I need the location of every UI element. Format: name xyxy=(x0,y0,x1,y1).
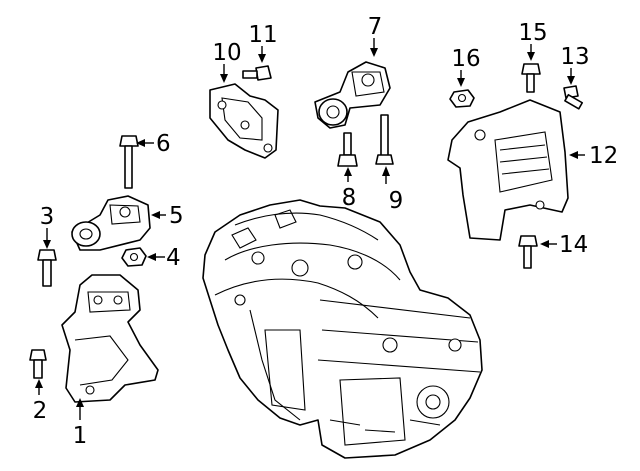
part-8-bolt xyxy=(337,132,358,167)
callout-5: 5 xyxy=(169,203,184,229)
callout-14: 14 xyxy=(559,232,588,258)
part-11-bolt xyxy=(242,65,272,81)
callout-8: 8 xyxy=(342,185,357,211)
callout-13: 13 xyxy=(560,44,589,70)
callout-9: 9 xyxy=(389,188,404,214)
callout-15: 15 xyxy=(518,20,547,46)
part-3-bolt xyxy=(37,249,57,287)
arrowhead-15 xyxy=(527,52,535,61)
callout-10: 10 xyxy=(212,40,241,66)
part-16-nut xyxy=(449,89,475,108)
arrowhead-11 xyxy=(258,54,266,63)
callout-4: 4 xyxy=(166,245,181,271)
part-2-bolt xyxy=(29,349,47,379)
part-7-torque-rod xyxy=(314,61,391,129)
leader-arrows xyxy=(35,38,585,420)
part-12-transmission-mount xyxy=(447,99,569,241)
callout-6: 6 xyxy=(156,131,171,157)
arrowhead-9 xyxy=(382,166,390,176)
callout-7: 7 xyxy=(368,14,383,40)
part-5-engine-mount xyxy=(71,195,151,251)
arrowhead-14 xyxy=(540,240,549,248)
arrowhead-12 xyxy=(569,151,578,159)
arrowhead-7 xyxy=(370,48,378,57)
callout-12: 12 xyxy=(589,143,618,169)
callout-1: 1 xyxy=(73,423,88,449)
arrowhead-8 xyxy=(344,167,352,176)
arrowhead-13 xyxy=(567,76,575,85)
callout-labels: 1 2 3 4 5 6 7 8 9 10 11 12 13 14 15 16 xyxy=(33,14,619,449)
part-1-lower-bracket xyxy=(61,274,159,403)
arrowhead-3 xyxy=(43,240,51,249)
part-10-upper-bracket xyxy=(209,83,279,159)
engine-transaxle-assembly xyxy=(202,199,483,459)
arrowhead-1 xyxy=(76,398,84,407)
arrowhead-10 xyxy=(220,74,228,83)
part-14-bolt xyxy=(518,235,538,269)
callout-16: 16 xyxy=(451,46,480,72)
arrowhead-5 xyxy=(151,211,160,219)
arrowhead-4 xyxy=(147,253,156,261)
part-13-bolt xyxy=(563,85,584,110)
callout-11: 11 xyxy=(248,22,277,48)
part-15-bolt xyxy=(521,63,541,93)
part-4-nut xyxy=(121,247,147,267)
arrowhead-2 xyxy=(35,379,43,388)
callout-3: 3 xyxy=(40,204,55,230)
callout-2: 2 xyxy=(33,398,48,424)
part-9-stud xyxy=(375,114,394,165)
part-6-bolt xyxy=(119,135,139,189)
arrowhead-16 xyxy=(457,78,465,87)
arrowhead-6 xyxy=(136,139,145,147)
